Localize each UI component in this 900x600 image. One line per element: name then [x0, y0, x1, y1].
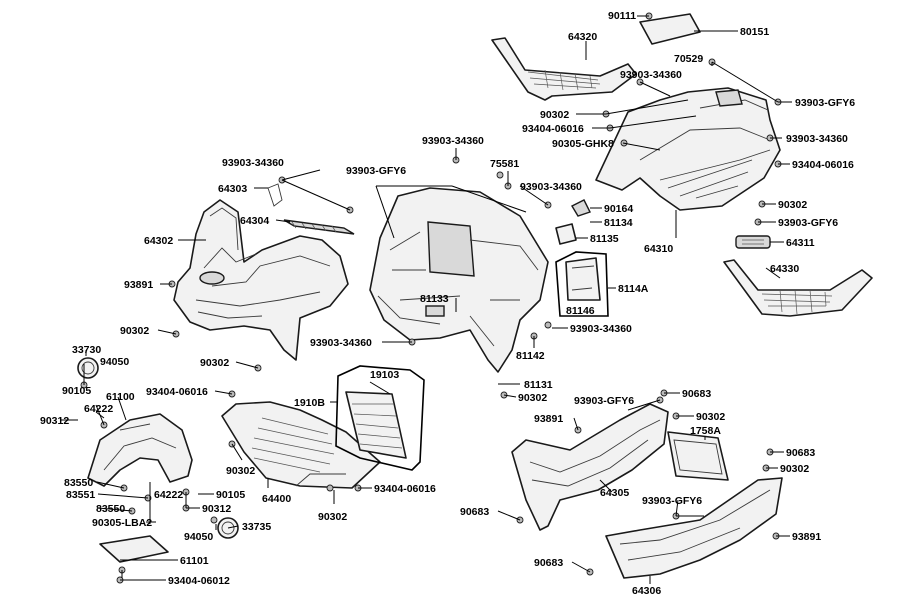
frame-8114a — [555, 251, 609, 317]
emblem-64304 — [283, 219, 355, 235]
frame-1910b — [335, 365, 425, 471]
label-93903-34360: 93903-34360 — [786, 133, 848, 145]
label-90164: 90164 — [604, 203, 633, 215]
label-93404-06012: 93404-06012 — [168, 575, 230, 587]
label-93903-gfy6: 93903-GFY6 — [778, 217, 838, 229]
hinge-81134 — [571, 199, 591, 217]
label-90683: 90683 — [534, 557, 563, 569]
label-93891: 93891 — [534, 413, 563, 425]
leader-lines — [60, 15, 792, 584]
label-64302: 64302 — [144, 235, 173, 247]
label-93404-06016: 93404-06016 — [146, 386, 208, 398]
label-81135: 81135 — [590, 233, 619, 245]
label-93903-34360: 93903-34360 — [520, 181, 582, 193]
label-94050: 94050 — [100, 356, 129, 368]
label-90105: 90105 — [216, 489, 245, 501]
label-1910b: 1910B — [294, 397, 325, 409]
label-90312: 90312 — [40, 415, 69, 427]
label-93404-06016: 93404-06016 — [374, 483, 436, 495]
label-90302: 90302 — [318, 511, 347, 523]
label-90302: 90302 — [518, 392, 547, 404]
label-94050: 94050 — [184, 531, 213, 543]
label-90683: 90683 — [460, 506, 489, 518]
label-93891: 93891 — [792, 531, 821, 543]
label-64311: 64311 — [786, 237, 815, 249]
label-93903-34360: 93903-34360 — [570, 323, 632, 335]
label-93903-gfy6: 93903-GFY6 — [574, 395, 634, 407]
mat-64311 — [735, 235, 771, 249]
label-93404-06016: 93404-06016 — [792, 159, 854, 171]
front-fender-61100 — [87, 413, 193, 487]
label-19103: 19103 — [370, 369, 399, 381]
label-93903-34360: 93903-34360 — [620, 69, 682, 81]
label-93903-34360: 93903-34360 — [222, 157, 284, 169]
label-83550: 83550 — [96, 503, 125, 515]
label-90683: 90683 — [786, 447, 815, 459]
label-64306: 64306 — [632, 585, 661, 597]
label-64400: 64400 — [262, 493, 291, 505]
part-labels: 90111 80151 64320 70529 93903-34360 9390… — [40, 10, 855, 597]
label-61101: 61101 — [180, 555, 209, 567]
label-64305: 64305 — [600, 487, 629, 499]
label-93903-gfy6: 93903-GFY6 — [642, 495, 702, 507]
label-93404-06016: 93404-06016 — [522, 123, 584, 135]
label-61100: 61100 — [106, 391, 135, 403]
label-90302: 90302 — [200, 357, 229, 369]
label-64320: 64320 — [568, 31, 597, 43]
label-90302: 90302 — [780, 463, 809, 475]
label-90105: 90105 — [62, 385, 91, 397]
pocket-lid-81135 — [555, 223, 577, 245]
label-93903-gfy6: 93903-GFY6 — [346, 165, 406, 177]
label-90302: 90302 — [778, 199, 807, 211]
label-90305-lba2: 90305-LBA2 — [92, 517, 152, 529]
label-64222: 64222 — [84, 403, 113, 415]
inner-shield-81131 — [369, 187, 549, 373]
label-64310: 64310 — [644, 243, 673, 255]
label-81142: 81142 — [516, 350, 545, 362]
front-cover-64302 — [173, 199, 349, 361]
label-93903-34360: 93903-34360 — [310, 337, 372, 349]
cover-80151 — [639, 13, 701, 45]
label-70529: 70529 — [674, 53, 703, 65]
bracket-64303 — [267, 183, 283, 207]
label-81146: 81146 — [566, 305, 595, 317]
label-90302: 90302 — [120, 325, 149, 337]
floor-board-64310 — [595, 87, 781, 211]
label-81131: 81131 — [524, 379, 553, 391]
side-cover-64305 — [511, 403, 669, 531]
floor-mat-64330 — [723, 259, 873, 317]
label-75581: 75581 — [490, 158, 519, 170]
label-33730: 33730 — [72, 344, 101, 356]
label-93903-34360: 93903-34360 — [422, 135, 484, 147]
label-90302: 90302 — [696, 411, 725, 423]
side-cover-64306 — [605, 477, 783, 579]
label-64303: 64303 — [218, 183, 247, 195]
floor-mat-64320 — [491, 37, 637, 101]
reflector-33730 — [77, 357, 99, 379]
label-81133: 81133 — [420, 293, 449, 305]
label-83551: 83551 — [66, 489, 95, 501]
label-90312: 90312 — [202, 503, 231, 515]
label-64304: 64304 — [240, 215, 269, 227]
storage-box-1758a — [667, 431, 729, 481]
label-90302: 90302 — [226, 465, 255, 477]
fender-cover-61101 — [99, 535, 169, 563]
label-64222: 64222 — [154, 489, 183, 501]
label-93903-gfy6: 93903-GFY6 — [795, 97, 855, 109]
label-83550: 83550 — [64, 477, 93, 489]
label-90111: 90111 — [608, 10, 636, 22]
lid-81146 — [565, 257, 601, 301]
label-8114a: 8114A — [618, 283, 649, 295]
label-64330: 64330 — [770, 263, 799, 275]
label-93891: 93891 — [124, 279, 153, 291]
grille-19103 — [345, 391, 407, 459]
label-81134: 81134 — [604, 217, 633, 229]
label-1758a: 1758A — [690, 425, 721, 437]
label-90305-ghk8: 90305-GHK8 — [552, 138, 614, 150]
label-90683: 90683 — [682, 388, 711, 400]
label-80151: 80151 — [740, 26, 769, 38]
label-90302: 90302 — [540, 109, 569, 121]
label-33735: 33735 — [242, 521, 271, 533]
